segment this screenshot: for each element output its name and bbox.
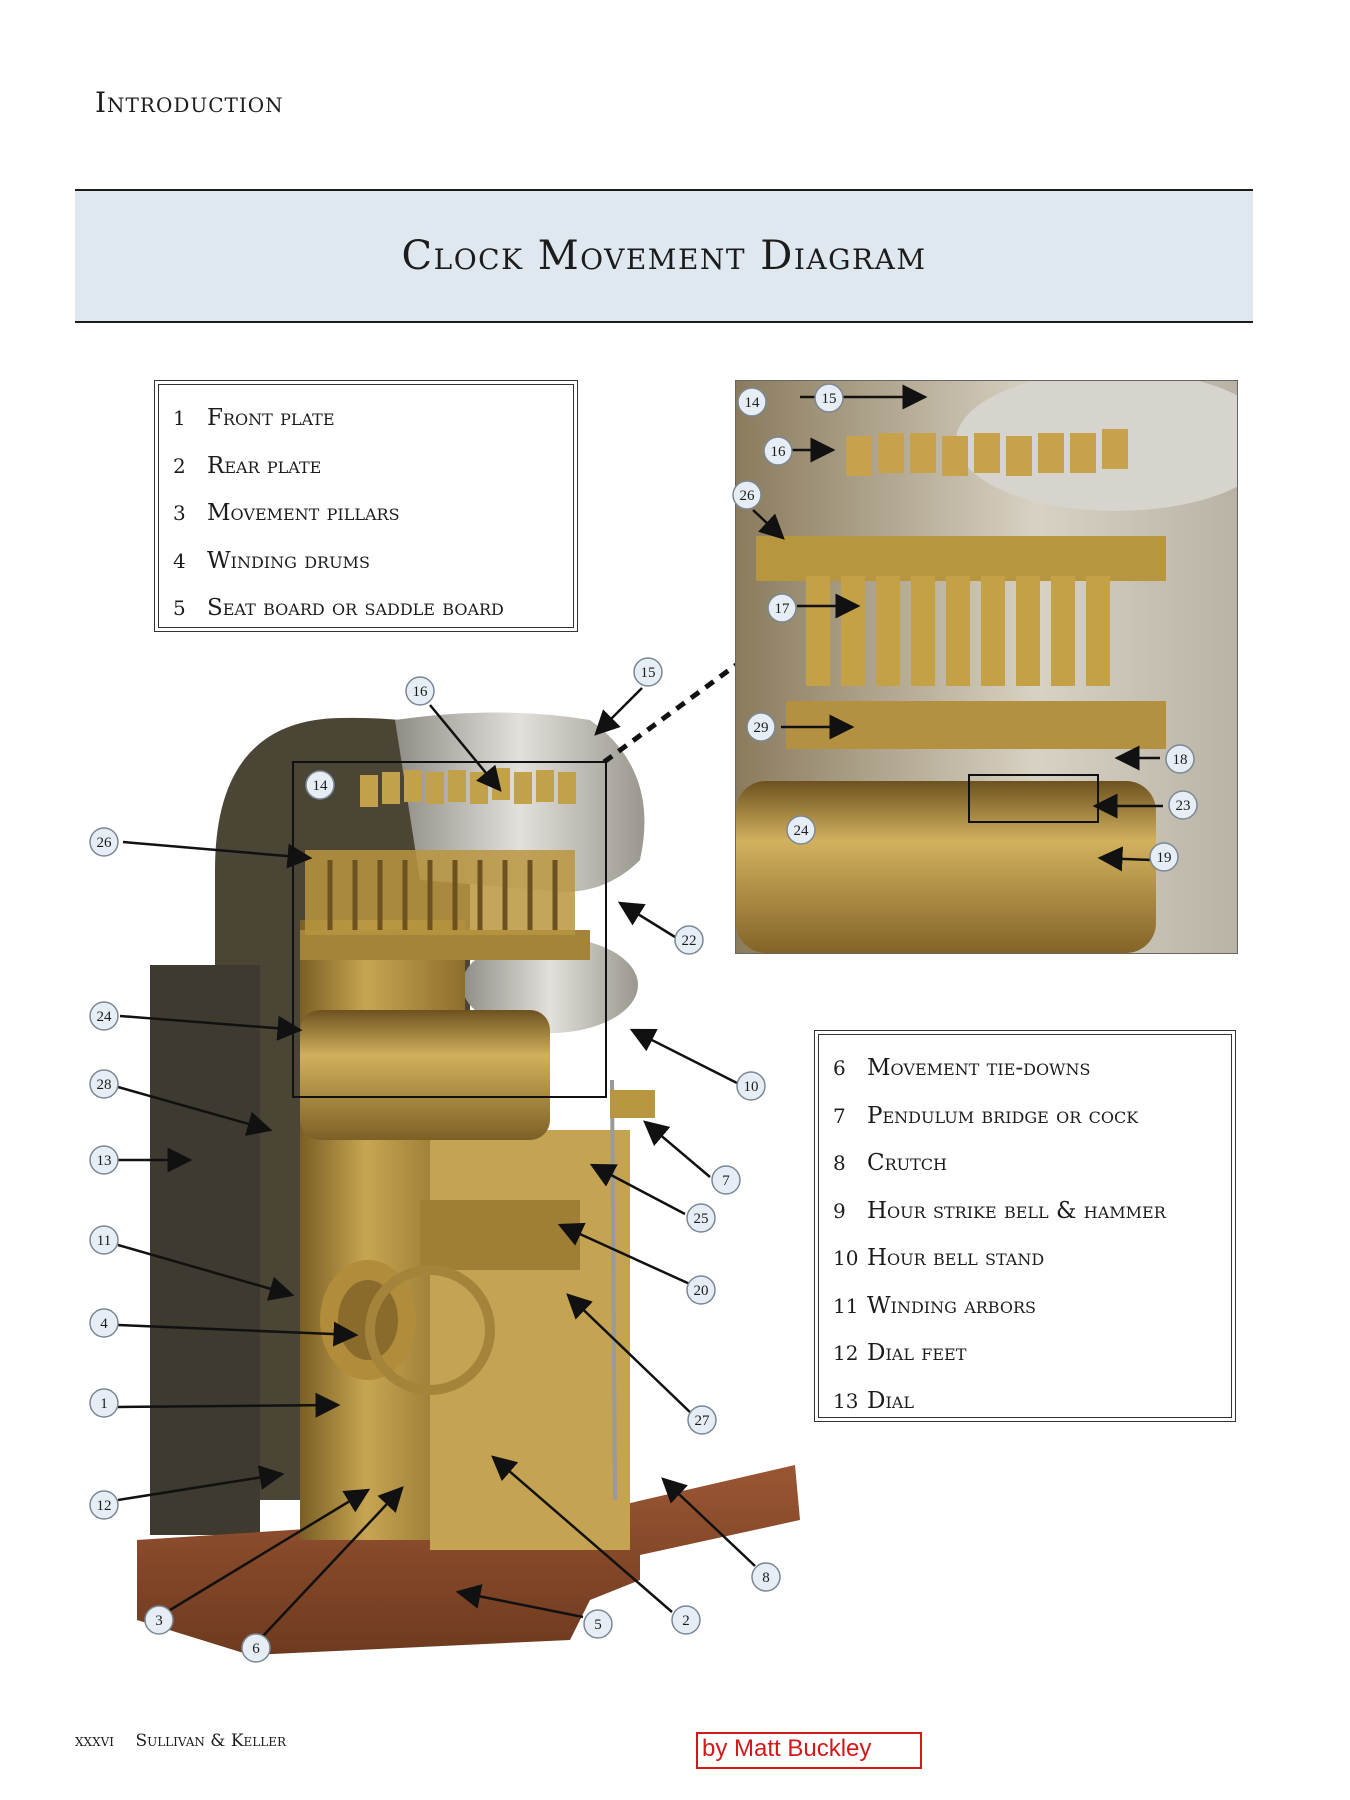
- legend-item: 10 Hour bell stand: [833, 1235, 1217, 1283]
- legend-label: Dial feet: [867, 1340, 967, 1366]
- inset-tails: [786, 701, 1166, 749]
- inset-hammers: [846, 429, 1128, 476]
- legend-item: 1 Front plate: [173, 395, 559, 443]
- legend-label: Rear plate: [207, 452, 322, 479]
- legend-item: 12 Dial feet: [833, 1330, 1217, 1378]
- dial-backboard: [150, 965, 260, 1535]
- inset-levers: [806, 576, 1110, 686]
- legend-number: 10: [833, 1246, 859, 1270]
- legend-bottom: 6 Movement tie-downs 7 Pendulum bridge or …: [814, 1030, 1236, 1422]
- legend-label: Seat board or saddle board: [207, 595, 504, 621]
- legend-item: 8 Crutch: [833, 1140, 1217, 1188]
- legend-item: 9 Hour strike bell & hammer: [833, 1188, 1217, 1236]
- title-band: Clock Movement Diagram: [75, 189, 1253, 323]
- page-number: xxxvi: [75, 1731, 115, 1751]
- legend-item: 5 Seat board or saddle board: [173, 585, 559, 633]
- legend-label: Movement pillars: [207, 500, 400, 526]
- legend-number: 6: [833, 1056, 846, 1080]
- legend-number: 8: [833, 1151, 846, 1175]
- rear-plate: [430, 1130, 630, 1550]
- legend-item: 11 Winding arbors: [833, 1283, 1217, 1331]
- legend-number: 12: [833, 1341, 859, 1365]
- inset-bells: [956, 381, 1237, 511]
- legend-item: 2 Rear plate: [173, 443, 559, 491]
- author-credit: by Matt Buckley: [696, 1732, 922, 1769]
- legend-label: Hour bell stand: [867, 1245, 1045, 1271]
- legend-item: 7 Pendulum bridge or cock: [833, 1093, 1217, 1141]
- inset-comb-frame: [756, 536, 1166, 581]
- legend-label: Movement tie-downs: [867, 1055, 1091, 1081]
- hammer-comb: [300, 850, 590, 960]
- legend-bottom-list: 6 Movement tie-downs 7 Pendulum bridge or …: [829, 1041, 1221, 1429]
- legend-item: 6 Movement tie-downs: [833, 1045, 1217, 1093]
- legend-number: 13: [833, 1388, 859, 1413]
- footer-authors: Sullivan & Keller: [135, 1731, 287, 1751]
- legend-top: 1 Front plate 2 Rear plate 3 Movement pilla…: [154, 380, 578, 632]
- section-label: Introduction: [95, 86, 284, 119]
- legend-label: Hour strike bell & hammer: [867, 1197, 1166, 1224]
- page-title: Clock Movement Diagram: [401, 233, 927, 279]
- legend-number: 9: [833, 1198, 846, 1223]
- legend-number: 5: [173, 596, 186, 620]
- inset-barrel: [736, 781, 1156, 953]
- legend-item: 3 Movement pillars: [173, 490, 559, 538]
- legend-number: 3: [173, 501, 186, 525]
- legend-number: 4: [173, 548, 186, 573]
- legend-item: 4 Winding drums: [173, 538, 559, 586]
- pendulum-bridge: [610, 1090, 655, 1118]
- legend-label: Winding arbors: [867, 1292, 1036, 1319]
- clock-movement-photo: [137, 662, 800, 1655]
- pin-barrel: [300, 1010, 550, 1140]
- legend-label: Front plate: [207, 405, 335, 431]
- legend-label: Pendulum bridge or cock: [867, 1102, 1139, 1129]
- legend-label: Winding drums: [207, 547, 370, 574]
- page-footer: xxxvi Sullivan & Keller: [75, 1731, 302, 1751]
- legend-label: Dial: [867, 1387, 914, 1414]
- zoom-connector: [602, 662, 738, 765]
- legend-number: 1: [173, 406, 186, 430]
- legend-number: 7: [833, 1103, 846, 1128]
- pendulum-rod: [610, 1079, 617, 1501]
- gear-wheel: [365, 1265, 495, 1395]
- hour-bell: [462, 937, 638, 1033]
- legend-number: 11: [833, 1293, 859, 1318]
- legend-top-list: 1 Front plate 2 Rear plate 3 Movement pilla…: [169, 391, 563, 637]
- legend-number: 2: [173, 453, 186, 478]
- inset-closeup-photo: [735, 380, 1238, 954]
- legend-label: Crutch: [867, 1150, 947, 1176]
- legend-item: 13 Dial: [833, 1378, 1217, 1426]
